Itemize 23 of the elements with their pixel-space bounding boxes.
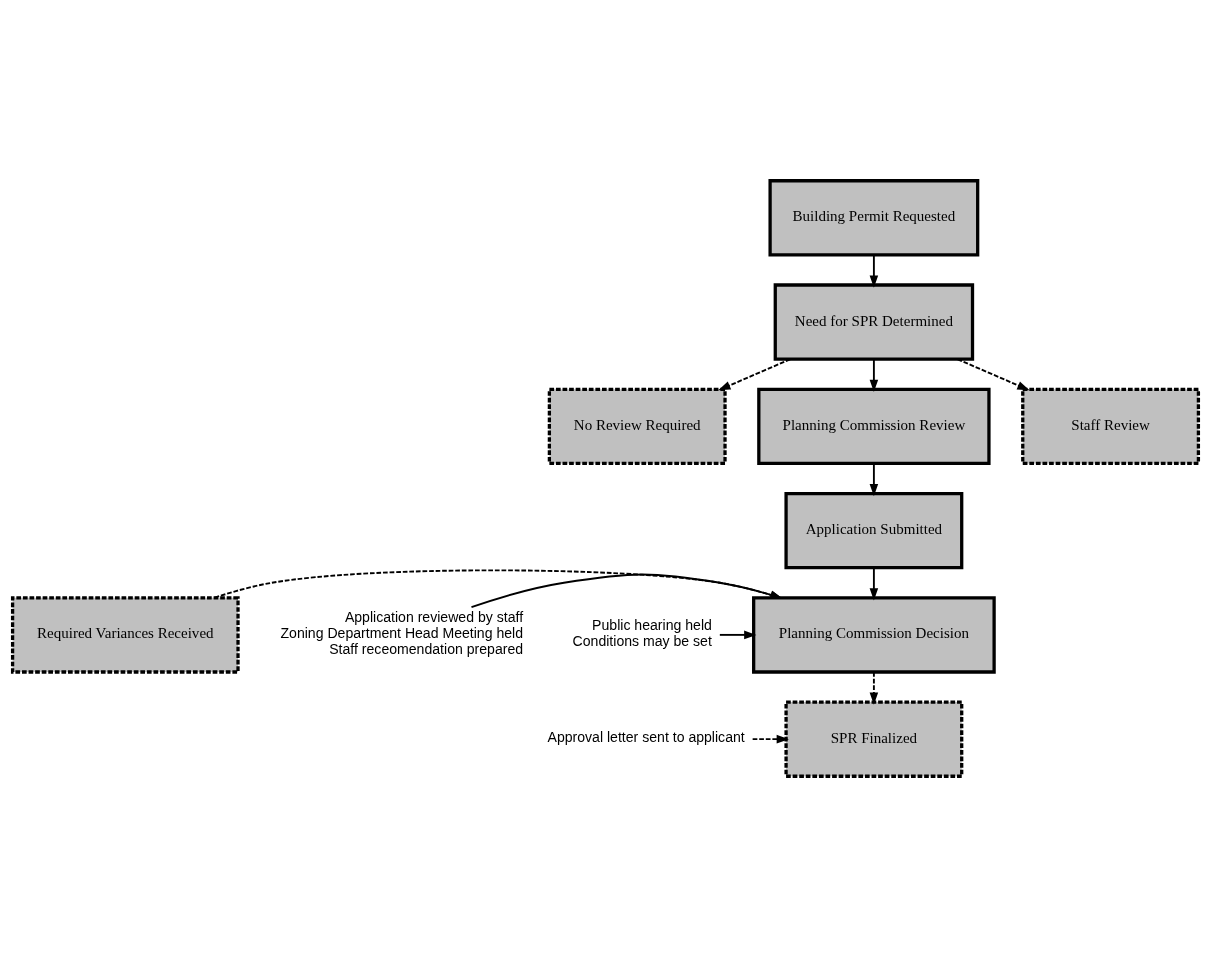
node-box: Application Submitted (784, 491, 964, 570)
node-box: Required Variances Received (10, 596, 240, 674)
arrow (869, 671, 879, 705)
node-box: SPR Finalized (784, 700, 964, 778)
arrow (869, 254, 879, 288)
node-text: Public hearing held Conditions may be set (572, 617, 712, 650)
arrow (751, 734, 789, 744)
node-box: Planning Commission Decision (752, 596, 996, 674)
arrow (956, 358, 1030, 391)
node-box: Building Permit Requested (768, 179, 980, 257)
node-box: Need for SPR Determined (773, 283, 975, 361)
arrow (470, 573, 783, 609)
node-box: Planning Commission Review (757, 387, 991, 466)
node-box: No Review Required (547, 387, 727, 466)
node-text: Approval letter sent to applicant (547, 729, 745, 746)
arrow (718, 630, 757, 640)
arrow (213, 569, 783, 599)
arrow (718, 358, 792, 391)
node-text: Application reviewed by staff Zoning Department Head Meeting held Staff receomendation prepared (280, 609, 524, 658)
arrow (869, 567, 879, 601)
arrow (869, 462, 879, 497)
node-box: Staff Review (1021, 387, 1201, 466)
arrow (869, 358, 879, 392)
